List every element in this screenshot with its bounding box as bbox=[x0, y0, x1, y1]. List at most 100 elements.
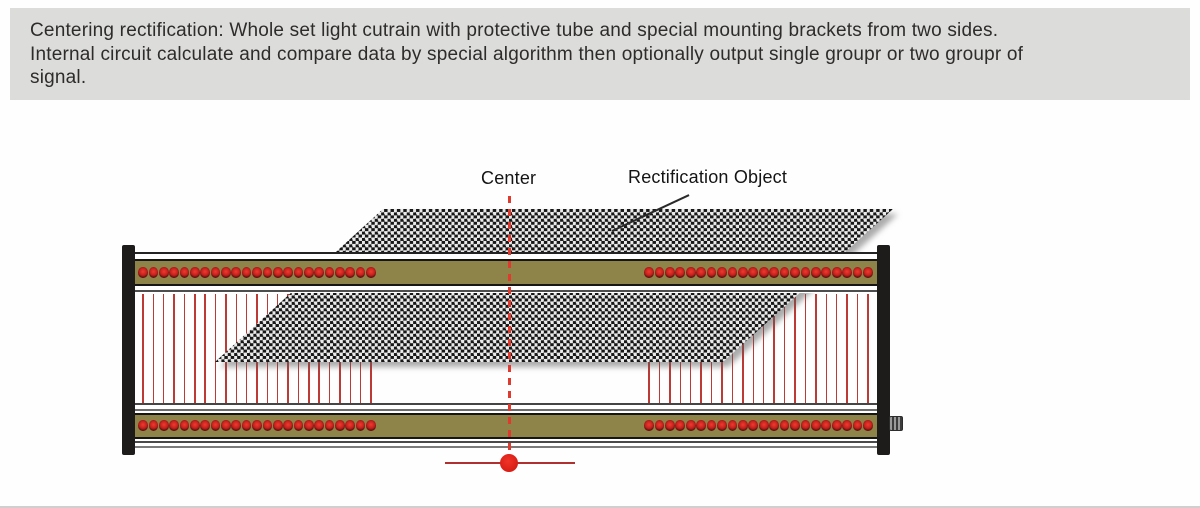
led-icon bbox=[779, 267, 790, 278]
light-beam-line bbox=[794, 294, 796, 403]
led-icon bbox=[863, 420, 873, 431]
led-icon bbox=[831, 267, 842, 278]
led-icon bbox=[811, 267, 821, 278]
led-icon bbox=[696, 267, 706, 278]
led-icon bbox=[727, 267, 738, 278]
led-icon bbox=[272, 267, 283, 278]
led-icon bbox=[685, 267, 696, 278]
light-beam-line bbox=[214, 294, 217, 403]
led-icon bbox=[790, 420, 800, 431]
led-icon bbox=[654, 420, 665, 431]
led-icon bbox=[221, 420, 231, 431]
led-icon bbox=[345, 267, 356, 278]
led-icon bbox=[821, 420, 832, 431]
led-icon bbox=[675, 420, 686, 431]
light-beam-line bbox=[163, 294, 165, 403]
led-icon bbox=[231, 420, 242, 431]
light-beam-line bbox=[783, 294, 786, 403]
led-icon bbox=[852, 420, 863, 431]
led-icon bbox=[169, 420, 179, 431]
led-icon bbox=[345, 420, 356, 431]
light-beam-line bbox=[752, 294, 754, 403]
led-icon bbox=[366, 420, 376, 431]
led-icon bbox=[283, 420, 293, 431]
led-icon bbox=[324, 267, 335, 278]
led-icon bbox=[335, 420, 345, 431]
mounting-bracket-right bbox=[877, 245, 890, 455]
led-icon bbox=[241, 267, 252, 278]
led-icon bbox=[790, 267, 800, 278]
led-icon bbox=[644, 267, 654, 278]
led-icon bbox=[252, 420, 262, 431]
led-icon bbox=[262, 267, 273, 278]
led-icon bbox=[169, 267, 179, 278]
bar-top-lower-line bbox=[133, 290, 882, 293]
caption-line-3: signal. bbox=[30, 67, 87, 88]
light-beam-line bbox=[194, 294, 196, 403]
center-dashed-line bbox=[508, 196, 511, 455]
light-beam-line bbox=[867, 294, 869, 403]
led-icon bbox=[685, 420, 696, 431]
light-beam-line bbox=[204, 294, 206, 403]
led-icon bbox=[644, 420, 654, 431]
led-icon bbox=[314, 267, 324, 278]
led-icon bbox=[758, 420, 769, 431]
led-icon bbox=[654, 267, 665, 278]
led-icon bbox=[675, 267, 686, 278]
led-icon bbox=[210, 267, 221, 278]
light-beam-line bbox=[856, 294, 859, 403]
led-icon bbox=[293, 420, 304, 431]
bar-bottom-outline bbox=[133, 403, 882, 406]
led-icon bbox=[665, 420, 675, 431]
caption-line-1: Centering rectification: Whole set light… bbox=[30, 20, 999, 41]
led-icon bbox=[262, 420, 273, 431]
led-icon bbox=[158, 267, 169, 278]
light-beam-line bbox=[152, 294, 155, 403]
light-beam-line bbox=[173, 294, 175, 403]
rectification-object-label: Rectification Object bbox=[628, 167, 788, 187]
led-icon bbox=[158, 420, 169, 431]
led-icon bbox=[200, 267, 210, 278]
led-icon bbox=[863, 267, 873, 278]
led-icon bbox=[304, 420, 314, 431]
led-icon bbox=[179, 420, 190, 431]
led-icon bbox=[717, 420, 727, 431]
led-icon bbox=[148, 420, 159, 431]
led-icon bbox=[821, 267, 832, 278]
led-icon bbox=[324, 420, 335, 431]
light-beam-line bbox=[183, 294, 186, 403]
led-icon bbox=[842, 420, 852, 431]
led-icon bbox=[738, 267, 748, 278]
bar-top-outline bbox=[133, 252, 882, 255]
led-icon bbox=[696, 420, 706, 431]
light-beam-line bbox=[815, 294, 817, 403]
led-icon bbox=[831, 420, 842, 431]
led-icon bbox=[738, 420, 748, 431]
led-icon bbox=[706, 267, 717, 278]
light-beam-line bbox=[142, 294, 144, 403]
center-point-marker bbox=[500, 454, 518, 472]
led-icon bbox=[200, 420, 210, 431]
led-icon bbox=[231, 267, 242, 278]
led-icon bbox=[717, 267, 727, 278]
led-icon bbox=[252, 267, 262, 278]
led-icon bbox=[283, 267, 293, 278]
led-icon bbox=[148, 267, 159, 278]
led-icon bbox=[706, 420, 717, 431]
light-beam-line bbox=[836, 294, 838, 403]
led-icon bbox=[179, 267, 190, 278]
led-icon bbox=[800, 267, 811, 278]
led-icon bbox=[852, 267, 863, 278]
led-icon bbox=[221, 267, 231, 278]
led-icon bbox=[811, 420, 821, 431]
led-icon bbox=[727, 420, 738, 431]
led-icon bbox=[769, 267, 779, 278]
led-icon bbox=[769, 420, 779, 431]
led-icon bbox=[138, 267, 148, 278]
led-icon bbox=[748, 420, 759, 431]
led-icon bbox=[779, 420, 790, 431]
led-icon bbox=[314, 420, 324, 431]
led-icon bbox=[190, 267, 200, 278]
bar-bottom-inner-line bbox=[133, 409, 882, 411]
cable-connector bbox=[889, 416, 903, 431]
